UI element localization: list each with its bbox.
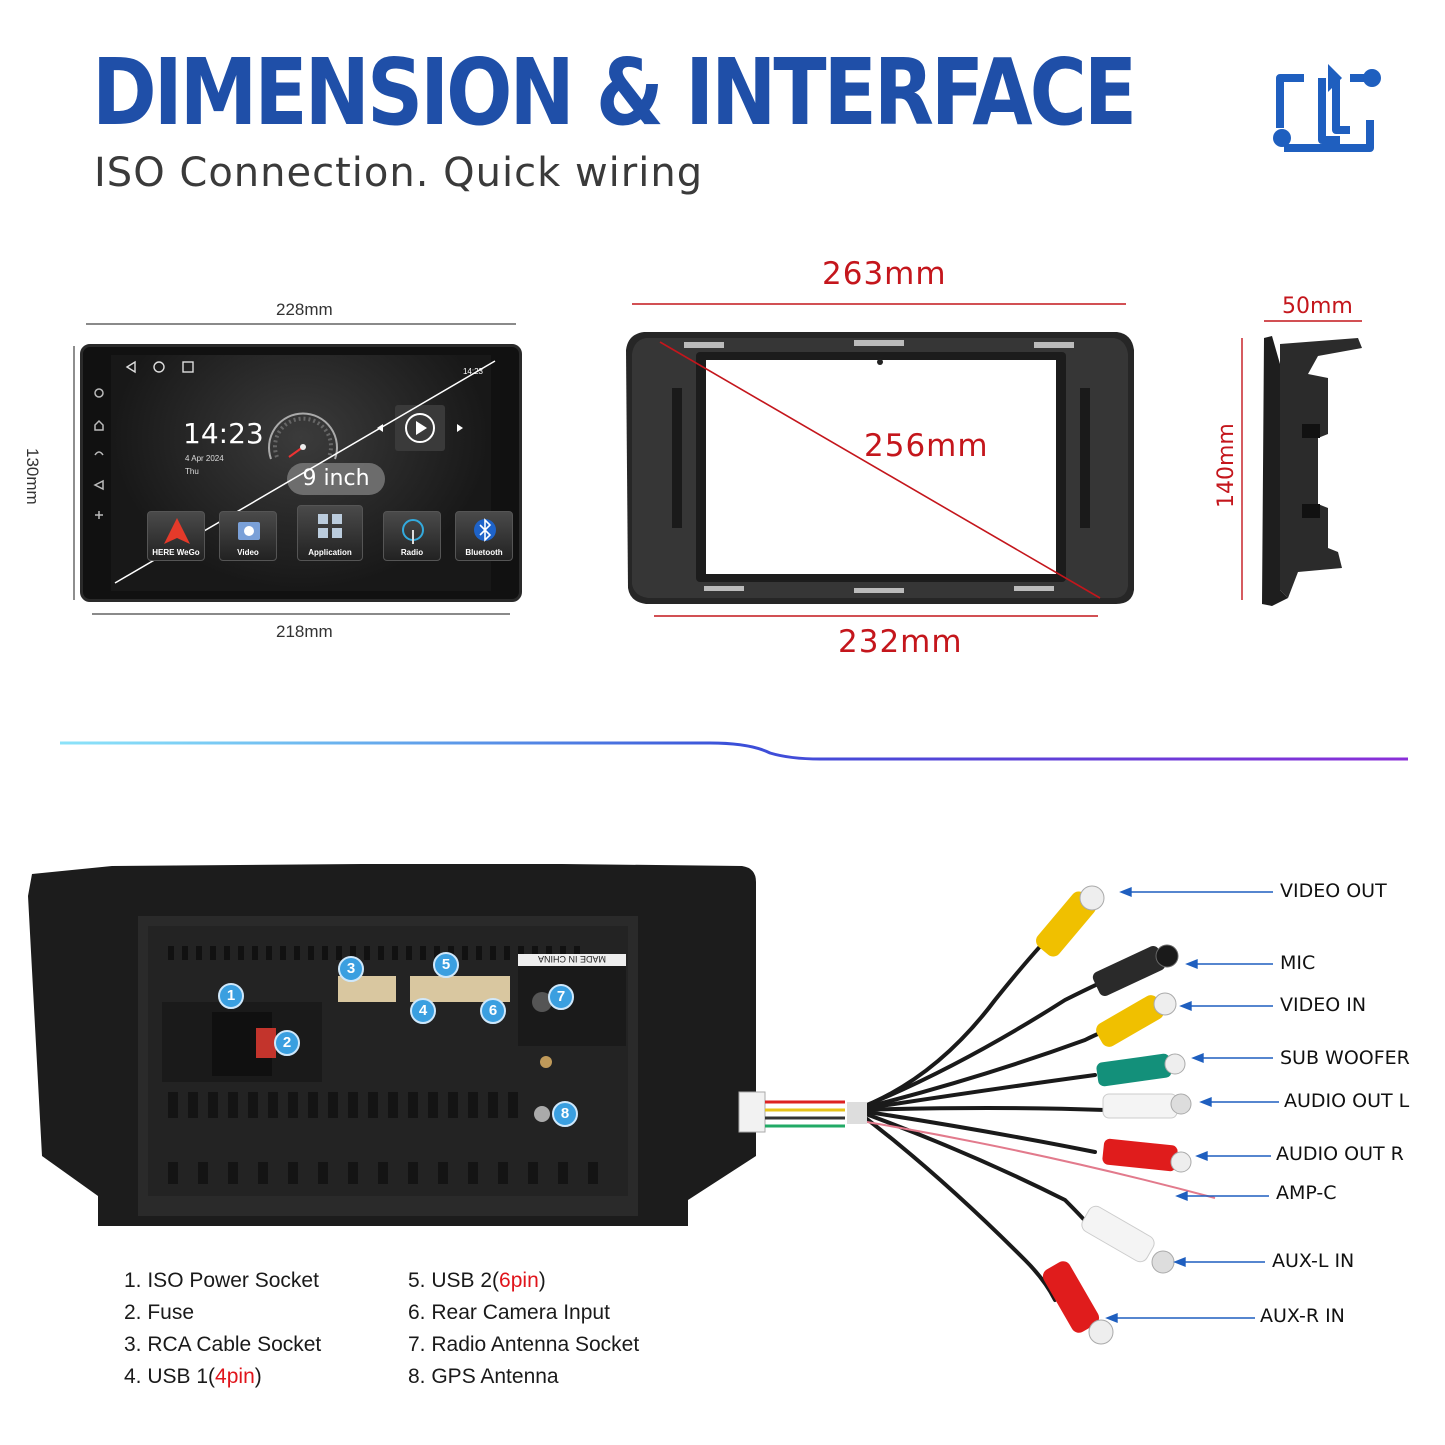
legend-item-3: 3. RCA Cable Socket	[124, 1333, 322, 1356]
screen-bottom-width-label: 218mm	[276, 622, 333, 641]
nav-bar-icons	[125, 360, 194, 374]
port-marker-2: 2	[274, 1030, 300, 1056]
app-tile-here-wego: HERE WeGo	[147, 511, 205, 561]
port-marker-5: 5	[433, 952, 459, 978]
side-depth-dimension-line	[1264, 320, 1362, 322]
app-tile-bluetooth: Bluetooth	[455, 511, 513, 561]
cable-label-video-out: VIDEO OUT	[1280, 880, 1387, 902]
frame-bottom-dimension-line	[654, 615, 1098, 617]
home-day: Thu	[185, 467, 199, 476]
cable-label-amp-c: AMP-C	[1276, 1182, 1337, 1204]
cable-label-aux-l-in: AUX-L IN	[1272, 1250, 1355, 1272]
side-button-icons	[93, 388, 104, 519]
section-divider	[60, 741, 1408, 761]
side-depth-label: 50mm	[1282, 294, 1353, 319]
port-legend-right: 5. USB 2(6pin) 6. Rear Camera Input 7. R…	[408, 1265, 639, 1393]
home-clock: 14:23	[183, 417, 264, 450]
legend-item-7: 7. Radio Antenna Socket	[408, 1333, 640, 1356]
side-height-label: 140mm	[1214, 423, 1239, 508]
screen-size-badge: 9 inch	[287, 463, 385, 495]
rca-cable-harness	[738, 885, 1279, 1345]
port-marker-1: 1	[218, 983, 244, 1009]
frame-top-dimension-line	[632, 303, 1126, 305]
speedometer-gauge-icon	[268, 412, 338, 460]
head-unit-screen: 14:23 14:23 4 Apr 2024 Thu 9 inch HERE W…	[80, 344, 522, 602]
side-height-dimension-line	[1241, 338, 1243, 600]
bluetooth-icon	[474, 518, 496, 542]
app-tile-radio: Radio	[383, 511, 441, 561]
legend-item-8: 8. GPS Antenna	[408, 1365, 559, 1388]
video-icon	[238, 522, 260, 540]
frame-top-width-label: 263mm	[822, 256, 947, 292]
head-unit-back-panel	[28, 864, 756, 1226]
cable-label-sub-woofer: SUB WOOFER	[1280, 1047, 1410, 1069]
port-marker-6: 6	[480, 998, 506, 1024]
cable-label-mic: MIC	[1280, 952, 1316, 974]
radio-icon	[402, 519, 424, 544]
screen-top-width-label: 228mm	[276, 300, 333, 319]
port-marker-3: 3	[338, 956, 364, 982]
cable-label-audio-out-r: AUDIO OUT R	[1276, 1143, 1404, 1165]
legend-item-5: 5. USB 2(6pin)	[408, 1269, 546, 1292]
cable-label-aux-r-in: AUX-R IN	[1260, 1305, 1345, 1327]
screen-height-label: 130mm	[23, 448, 42, 505]
app-grid-icon	[318, 514, 342, 538]
page-subtitle: ISO Connection. Quick wiring	[94, 150, 704, 196]
port-legend-left: 1. ISO Power Socket 2. Fuse 3. RCA Cable…	[124, 1265, 321, 1393]
frame-bottom-width-label: 232mm	[838, 624, 963, 660]
frame-side-profile	[1262, 336, 1362, 606]
status-bar-time: 14:23	[462, 367, 483, 376]
screen-height-dimension-line	[73, 346, 75, 600]
wiring-connection-icon	[1273, 64, 1381, 152]
made-in-china-sticker: MADE IN CHINA	[538, 954, 607, 964]
cable-label-audio-out-l: AUDIO OUT L	[1284, 1090, 1410, 1112]
navigation-arrow-icon	[164, 518, 190, 544]
page-title: DIMENSION & INTERFACE	[92, 40, 1137, 147]
port-marker-4: 4	[410, 998, 436, 1024]
screen-bottom-dimension-line	[92, 613, 510, 615]
legend-item-4: 4. USB 1(4pin)	[124, 1365, 262, 1388]
legend-item-2: 2. Fuse	[124, 1301, 195, 1324]
cable-label-video-in: VIDEO IN	[1280, 994, 1367, 1016]
screen-top-dimension-line	[86, 323, 516, 325]
legend-item-6: 6. Rear Camera Input	[408, 1301, 610, 1324]
dash-mounting-frame	[626, 332, 1134, 604]
media-controls	[377, 405, 463, 451]
legend-item-1: 1. ISO Power Socket	[124, 1269, 319, 1292]
port-marker-8: 8	[552, 1101, 578, 1127]
home-date: 4 Apr 2024	[185, 454, 224, 463]
frame-diagonal-label: 256mm	[864, 428, 989, 464]
port-marker-7: 7	[548, 984, 574, 1010]
app-tile-video: Video	[219, 511, 277, 561]
app-tile-application: Application	[297, 505, 363, 561]
